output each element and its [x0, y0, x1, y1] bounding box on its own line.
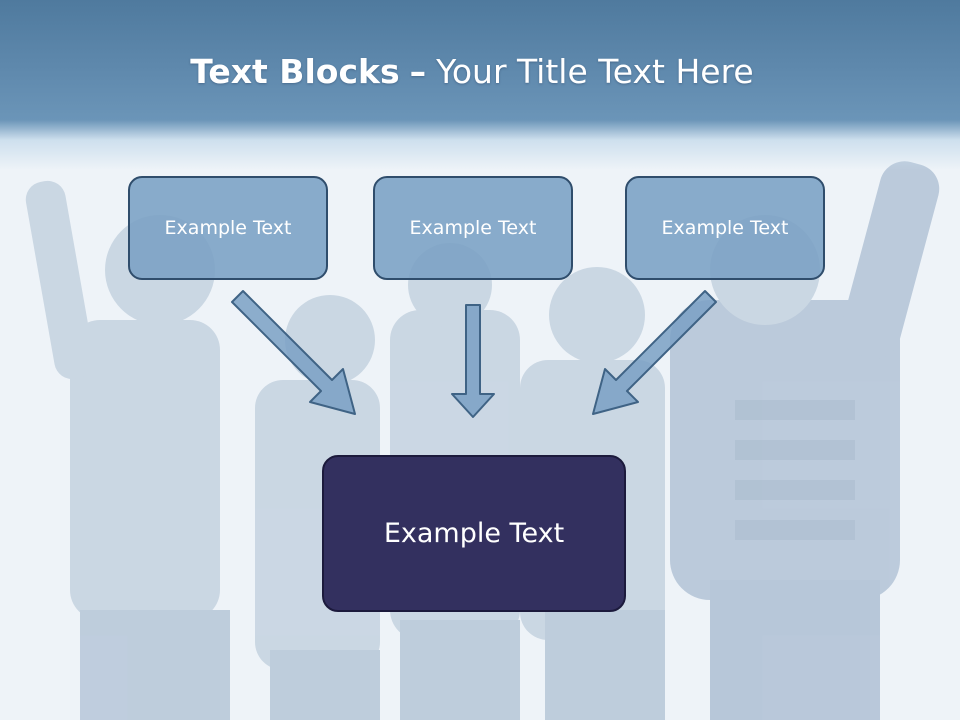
text-block-main[interactable]: Example Text	[322, 455, 626, 612]
text-block-main-label: Example Text	[383, 518, 565, 549]
title-rest: Your Title Text Here	[436, 52, 754, 91]
text-block-label: Example Text	[661, 217, 789, 239]
text-block-label: Example Text	[409, 217, 537, 239]
text-block-top-right[interactable]: Example Text	[625, 176, 825, 280]
title-band	[0, 0, 960, 170]
title-dash: –	[409, 52, 427, 91]
text-block-top-left[interactable]: Example Text	[128, 176, 328, 280]
text-block-label: Example Text	[164, 217, 292, 239]
text-block-top-center[interactable]: Example Text	[373, 176, 573, 280]
slide-title: Text Blocks–Your Title Text Here	[0, 52, 944, 91]
title-bold: Text Blocks	[190, 52, 400, 91]
